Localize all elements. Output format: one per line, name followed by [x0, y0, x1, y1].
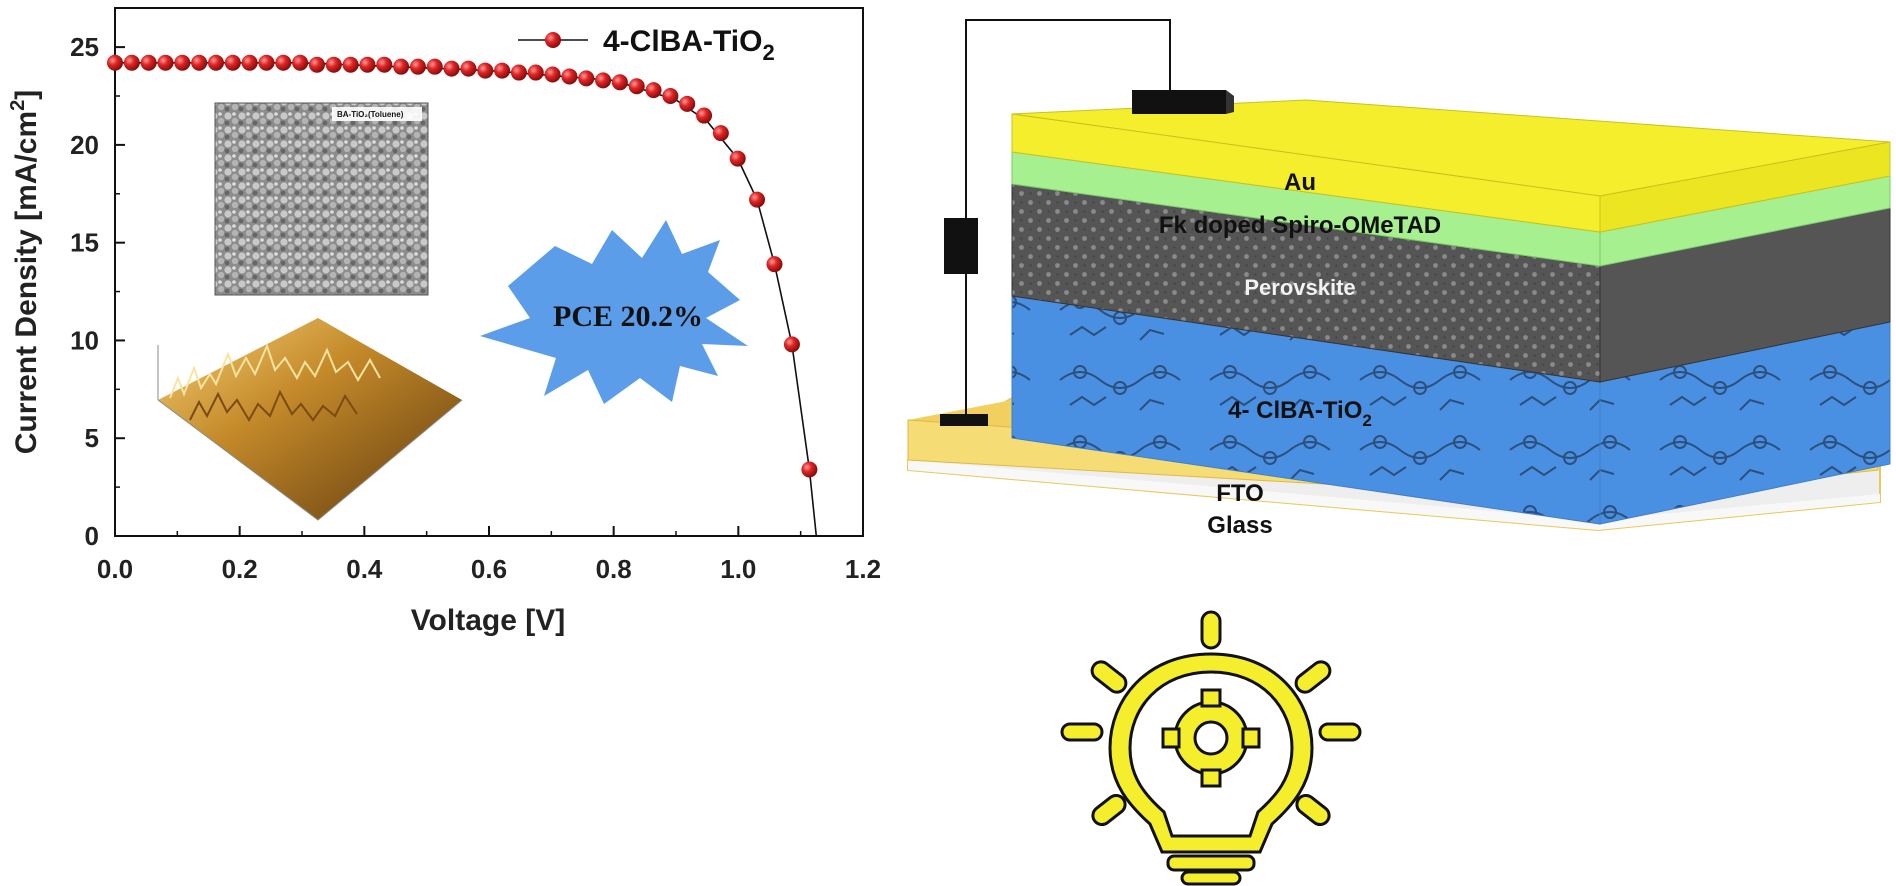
data-point [729, 150, 746, 167]
data-point [342, 56, 359, 73]
data-point [191, 54, 208, 71]
data-point [783, 336, 800, 353]
x-axis-ticks: 0.0 0.2 0.4 0.6 0.8 1.0 1.2 [97, 526, 881, 584]
data-point [443, 60, 460, 77]
data-point [696, 107, 713, 124]
data-point [645, 82, 662, 99]
data-point [308, 56, 325, 73]
layer-etl-label: 4- ClBA-TiO2 [1228, 397, 1372, 430]
data-point [157, 54, 174, 71]
layer-spiro-label: Fk doped Spiro-OMeTAD [1159, 212, 1441, 239]
data-point [611, 74, 628, 91]
legend-label: 4-ClBA-TiO2 [603, 25, 775, 65]
sem-inset: BA-TiO₂(Toluene) [214, 102, 429, 296]
layer-spiro: Fk doped Spiro-OMeTAD [1011, 151, 1891, 267]
data-point [325, 56, 342, 73]
series-points [107, 54, 818, 478]
data-point [628, 78, 645, 95]
data-point [207, 54, 224, 71]
layer-au-label: Au [1284, 169, 1316, 196]
gear-icon [1161, 688, 1261, 788]
layer-perovskite-label: Perovskite [1244, 275, 1355, 300]
data-point [595, 72, 612, 89]
x-tick-label: 1.2 [845, 554, 881, 584]
data-point [174, 54, 191, 71]
circuit [940, 19, 1234, 426]
pce-badge: PCE 20.2% [480, 220, 748, 404]
pce-starburst [480, 220, 748, 404]
x-tick-label: 1.0 [720, 554, 756, 584]
data-point [749, 191, 766, 208]
data-point [258, 54, 275, 71]
afm-inset [157, 318, 463, 521]
top-electrode [1132, 90, 1226, 114]
data-point [679, 95, 696, 112]
data-point [544, 66, 561, 83]
data-point [123, 54, 140, 71]
data-point [107, 54, 123, 71]
lightbulb-gear-icon [1060, 610, 1362, 886]
data-point [376, 56, 393, 73]
layer-etl: 4- ClBA-TiO2 [1011, 295, 1891, 525]
data-point [766, 256, 783, 273]
y-tick-label: 20 [70, 130, 99, 160]
data-point [292, 54, 309, 71]
x-tick-label: 0.0 [97, 554, 133, 584]
data-point [527, 64, 544, 81]
y-axis-label: Current Density [mA/cm2] [7, 90, 43, 455]
sem-inset-label: BA-TiO₂(Toluene) [337, 110, 404, 119]
x-tick-label: 0.4 [346, 554, 383, 584]
y-tick-label: 0 [85, 521, 99, 551]
y-tick-label: 15 [70, 228, 99, 258]
data-point [359, 56, 376, 73]
data-point [393, 58, 410, 75]
data-point [409, 58, 426, 75]
x-tick-label: 0.8 [596, 554, 632, 584]
data-point [224, 54, 241, 71]
y-axis-ticks: 0 5 10 15 20 25 [70, 32, 125, 551]
x-tick-label: 0.2 [222, 554, 258, 584]
x-tick-label: 0.6 [471, 554, 507, 584]
y-tick-label: 10 [70, 325, 99, 355]
legend: 4-ClBA-TiO2 [518, 25, 775, 65]
data-point [494, 62, 511, 79]
pce-label: PCE 20.2% [553, 300, 703, 333]
layer-glass-label: Glass [1207, 512, 1272, 539]
device-stack: Glass FTO 4- ClBA-TiO2 Perovskite Fk dop… [907, 19, 1891, 539]
layer-fto-label: FTO [1216, 480, 1264, 507]
data-point [561, 68, 578, 85]
data-point [662, 88, 679, 104]
load-resistor [944, 218, 978, 274]
data-point [460, 60, 477, 77]
data-point [801, 461, 818, 478]
data-point [510, 64, 527, 81]
data-point [578, 70, 595, 87]
y-tick-label: 5 [85, 423, 99, 453]
layer-au: Au [1011, 99, 1891, 233]
data-point [712, 125, 729, 142]
y-tick-label: 25 [70, 32, 99, 62]
data-point [426, 58, 443, 75]
data-point [140, 54, 157, 71]
jv-chart: 0.0 0.2 0.4 0.6 0.8 1.0 1.2 0 5 10 15 20 25 Voltage… [7, 7, 881, 637]
data-point [241, 54, 258, 71]
x-axis-label: Voltage [V] [411, 604, 565, 637]
data-point [477, 62, 494, 79]
legend-marker [545, 32, 561, 48]
bottom-electrode [940, 414, 988, 426]
data-point [275, 54, 292, 71]
